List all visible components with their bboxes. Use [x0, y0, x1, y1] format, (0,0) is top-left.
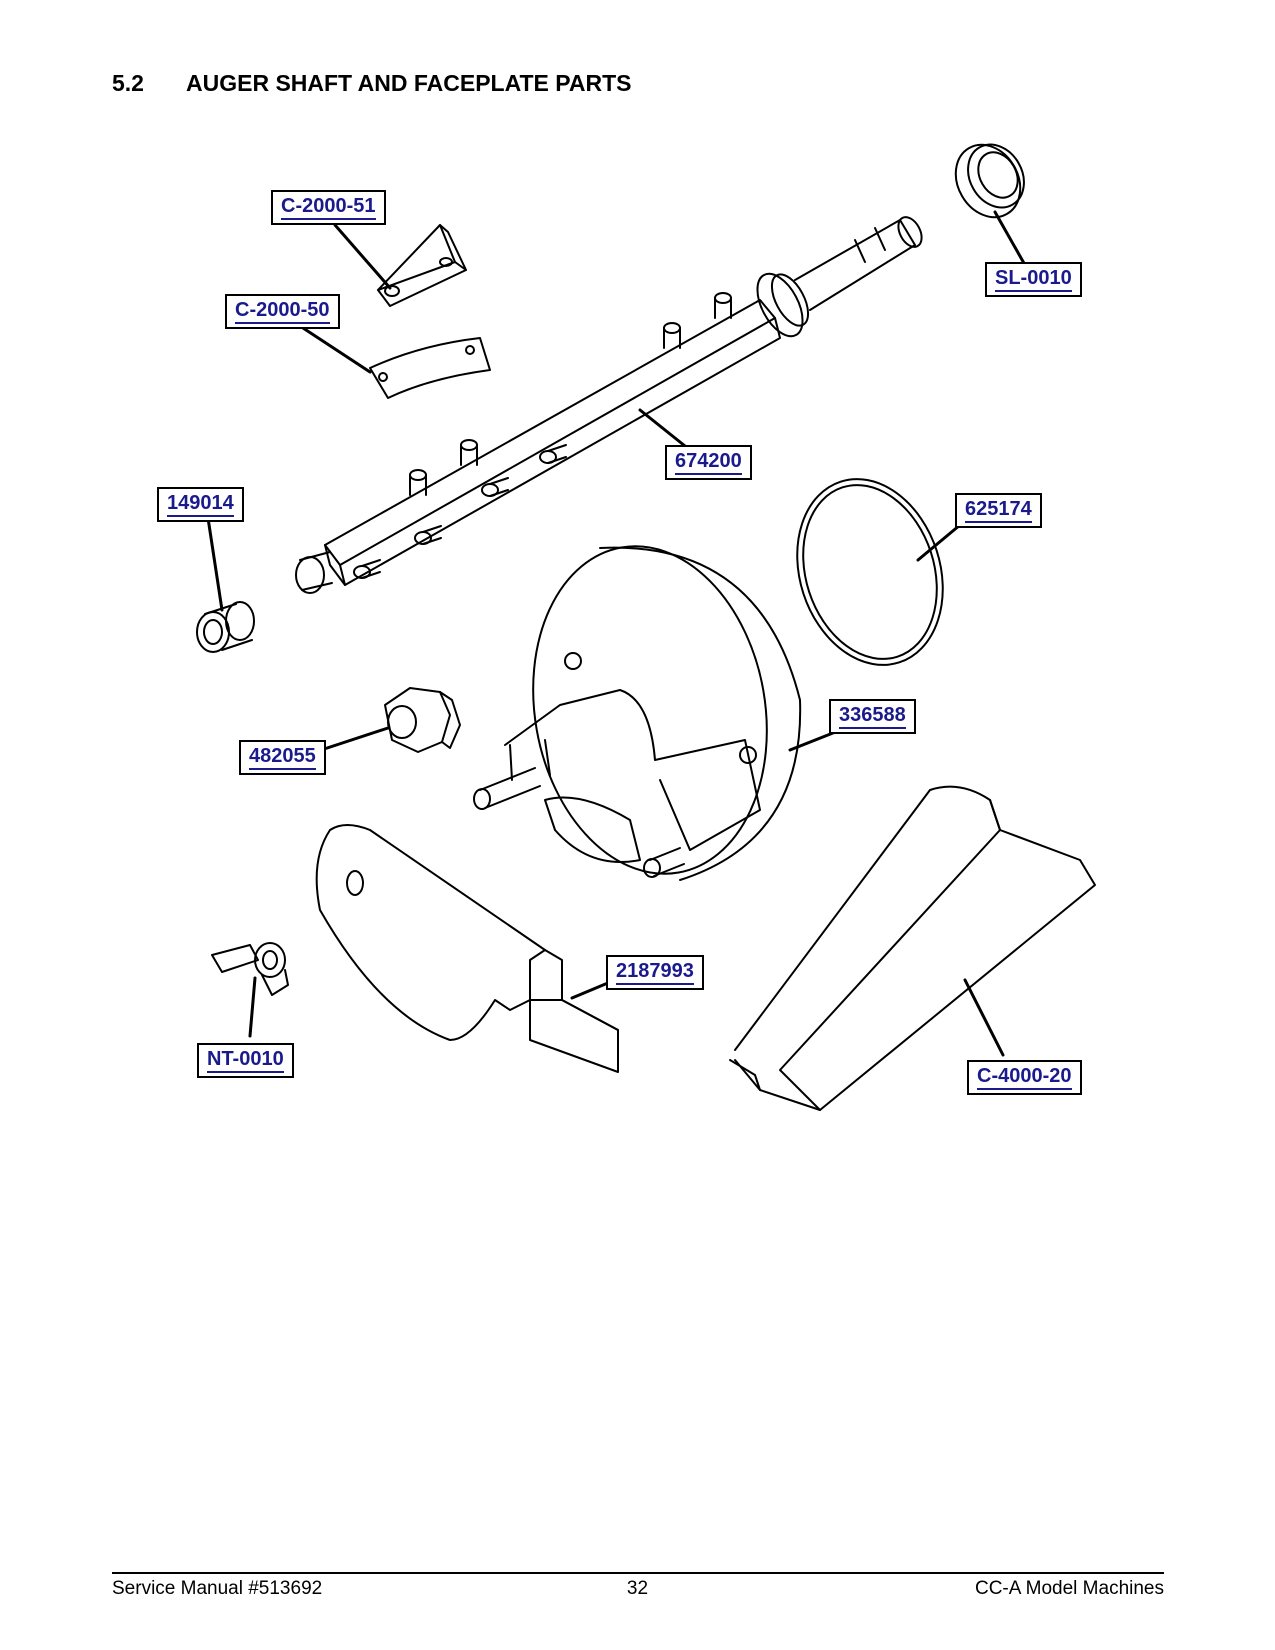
part-bracket-c2000-51 [377, 224, 467, 307]
callout-c2000-51[interactable]: C-2000-51 [271, 190, 386, 225]
callout-2187993[interactable]: 2187993 [606, 955, 704, 990]
section-title: AUGER SHAFT AND FACEPLATE PARTS [186, 70, 632, 96]
part-knob-482055 [384, 687, 461, 753]
part-chute-c4000-20 [729, 785, 1096, 1111]
section-heading: 5.2 AUGER SHAFT AND FACEPLATE PARTS [112, 70, 632, 97]
callout-c4000-20[interactable]: C-4000-20 [967, 1060, 1082, 1095]
part-seal-sl0010 [954, 143, 1025, 219]
part-oring-625174 [796, 478, 944, 666]
footer-page-number: 32 [626, 1578, 649, 1599]
footer-manual-number: Service Manual #513692 [112, 1578, 323, 1599]
section-number: 5.2 [112, 70, 144, 96]
footer-model: CC-A Model Machines [974, 1578, 1164, 1599]
part-support-2187993 [315, 824, 619, 1073]
callout-c2000-50[interactable]: C-2000-50 [225, 294, 340, 329]
part-plate-c2000-50 [369, 337, 491, 399]
part-wingnut-nt0010 [211, 942, 289, 996]
callout-149014[interactable]: 149014 [157, 487, 244, 522]
callout-sl0010[interactable]: SL-0010 [985, 262, 1082, 297]
callout-336588[interactable]: 336588 [829, 699, 916, 734]
callout-625174[interactable]: 625174 [955, 493, 1042, 528]
part-bushing-149014 [196, 601, 255, 653]
callout-674200[interactable]: 674200 [665, 445, 752, 480]
callout-482055[interactable]: 482055 [239, 740, 326, 775]
footer-divider [112, 1572, 1164, 1574]
part-auger-shaft-674200 [295, 216, 923, 594]
callout-nt0010[interactable]: NT-0010 [197, 1043, 294, 1078]
part-faceplate-336588 [473, 545, 802, 881]
